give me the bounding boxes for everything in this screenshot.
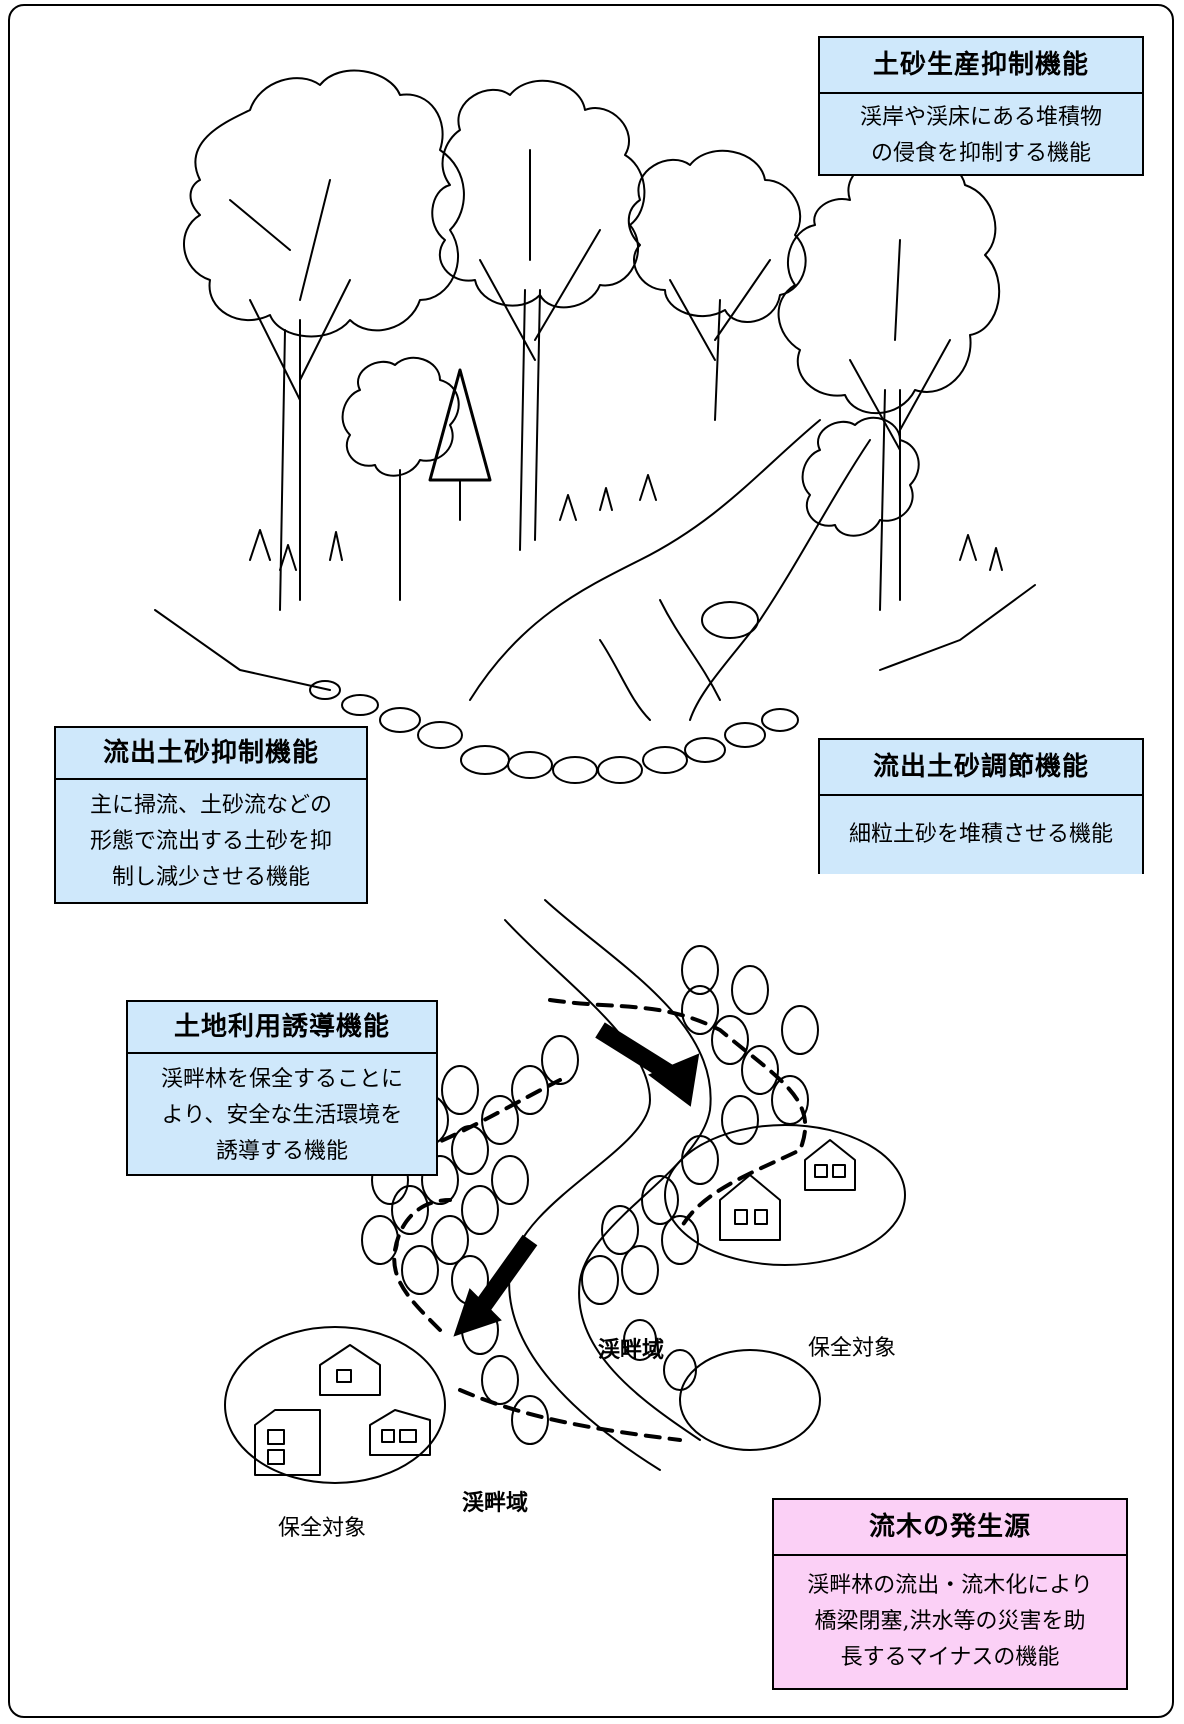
box-title: 流木の発生源 xyxy=(774,1500,1126,1556)
tree-icon xyxy=(183,69,465,611)
house-icon xyxy=(719,1174,781,1241)
box-sediment-production: 土砂生産抑制機能 渓岸や渓床にある堆積物 の侵食を抑制する機能 xyxy=(818,36,1144,176)
tree-icon xyxy=(627,149,807,421)
box-land-use-guidance: 土地利用誘導機能 渓畔林を保全することに より、安全な生活環境を 誘導する機能 xyxy=(126,1000,438,1176)
protected-area-right xyxy=(664,1124,906,1266)
box-sediment-outflow-regulation: 流出土砂調節機能 細粒土砂を堆積させる機能 xyxy=(818,738,1144,874)
box-title: 土地利用誘導機能 xyxy=(128,1002,436,1054)
box-title: 土砂生産抑制機能 xyxy=(820,38,1142,94)
tree-icon xyxy=(801,416,920,537)
house-icon xyxy=(804,1139,856,1191)
house-icon xyxy=(319,1344,381,1396)
stream-bank-left xyxy=(504,919,661,1471)
box-sediment-outflow-suppression: 流出土砂抑制機能 主に掃流、土砂流などの 形態で流出する土砂を抑 制し減少させる… xyxy=(54,726,368,904)
pond-icon xyxy=(679,1349,821,1451)
box-title: 流出土砂抑制機能 xyxy=(56,728,366,780)
label-protected-target-left: 保全対象 xyxy=(278,1516,367,1541)
arrow-icon xyxy=(453,1234,538,1337)
stream-bank-right xyxy=(544,899,712,1441)
box-driftwood-source: 流木の発生源 渓畔林の流出・流木化により 橋梁閉塞,洪水等の災害を助 長するマイ… xyxy=(772,1498,1128,1690)
protected-area-left xyxy=(224,1326,446,1484)
box-description: 渓畔林を保全することに より、安全な生活環境を 誘導する機能 xyxy=(128,1054,436,1170)
riparian-trees-right xyxy=(581,945,819,1391)
riparian-zone-boundary-right xyxy=(548,998,808,1232)
label-protected-target-right: 保全対象 xyxy=(808,1336,897,1361)
tree-icon xyxy=(431,79,646,551)
house-icon xyxy=(369,1409,431,1456)
label-riparian-zone-right: 渓畔域 xyxy=(598,1338,665,1363)
box-description: 渓岸や渓床にある堆積物 の侵食を抑制する機能 xyxy=(820,94,1142,172)
outer-frame xyxy=(8,4,1174,1718)
riparian-zone-boundary-left xyxy=(392,1078,682,1442)
box-description: 細粒土砂を堆積させる機能 xyxy=(820,796,1142,874)
box-title: 流出土砂調節機能 xyxy=(820,740,1142,796)
label-riparian-zone-left: 渓畔域 xyxy=(462,1491,529,1516)
box-description: 渓畔林の流出・流木化により 橋梁閉塞,洪水等の災害を助 長するマイナスの機能 xyxy=(774,1556,1126,1676)
house-icon xyxy=(254,1409,321,1476)
box-description: 主に掃流、土砂流などの 形態で流出する土砂を抑 制し減少させる機能 xyxy=(56,780,366,896)
tree-icon xyxy=(341,356,460,601)
arrow-icon xyxy=(595,1022,700,1107)
forest-illustration-icon xyxy=(154,69,1036,784)
